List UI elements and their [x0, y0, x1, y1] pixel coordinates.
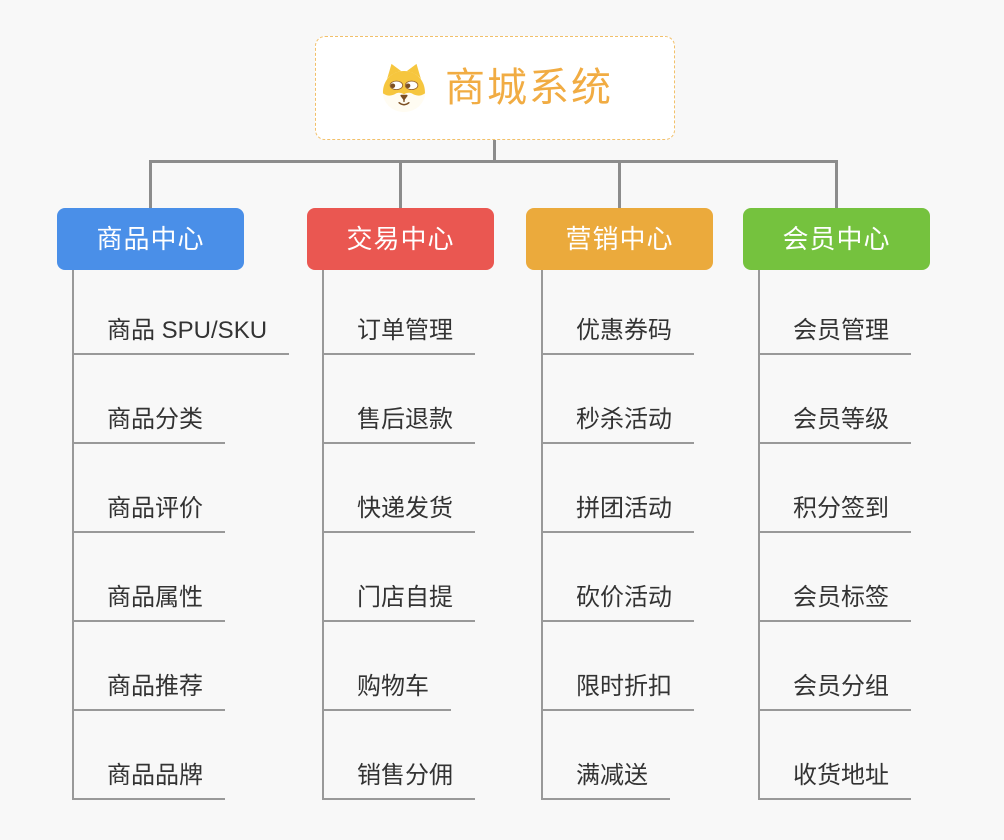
mindmap-item[interactable]: 商品分类 — [72, 355, 225, 444]
branch-0: 商品中心 商品 SPU/SKU 商品分类 商品评价 商品属性 商品推荐 商品品牌 — [57, 0, 290, 840]
connector-spine — [541, 270, 543, 800]
mindmap-item[interactable]: 商品评价 — [72, 444, 225, 533]
branch-2: 营销中心 优惠券码 秒杀活动 拼团活动 砍价活动 限时折扣 满减送 — [526, 0, 713, 840]
connector-spine — [322, 270, 324, 800]
item-label: 砍价活动 — [576, 584, 672, 612]
connector-branch-stub — [399, 161, 402, 208]
mindmap-item[interactable]: 拼团活动 — [541, 444, 694, 533]
mindmap-item[interactable]: 积分签到 — [758, 444, 911, 533]
item-label: 售后退款 — [357, 406, 453, 434]
item-label: 拼团活动 — [576, 495, 672, 523]
item-label: 秒杀活动 — [576, 406, 672, 434]
mindmap-item[interactable]: 快递发货 — [322, 444, 475, 533]
branch-items: 订单管理 售后退款 快递发货 门店自提 购物车 销售分佣 — [322, 266, 475, 800]
mindmap-item[interactable]: 限时折扣 — [541, 622, 694, 711]
mindmap-item[interactable]: 商品推荐 — [72, 622, 225, 711]
mindmap-item[interactable]: 订单管理 — [322, 266, 475, 355]
branch-label: 交易中心 — [346, 224, 455, 254]
connector-branch-stub — [149, 161, 152, 208]
root-node[interactable]: 商城系统 — [315, 36, 675, 140]
branch-label: 商品中心 — [96, 224, 205, 254]
item-label: 限时折扣 — [576, 673, 672, 701]
item-label: 订单管理 — [357, 317, 453, 345]
connector-branch-stub — [835, 161, 838, 208]
item-label: 会员等级 — [793, 406, 889, 434]
mindmap-item[interactable]: 会员管理 — [758, 266, 911, 355]
mindmap-item[interactable]: 满减送 — [541, 711, 670, 800]
connector-root-stub — [493, 139, 496, 163]
item-label: 积分签到 — [793, 495, 889, 523]
item-label: 优惠券码 — [576, 317, 672, 345]
mindmap-item[interactable]: 购物车 — [322, 622, 451, 711]
item-label: 快递发货 — [357, 495, 453, 523]
item-label: 满减送 — [576, 762, 648, 790]
mindmap-item[interactable]: 会员等级 — [758, 355, 911, 444]
mindmap-item[interactable]: 销售分佣 — [322, 711, 475, 800]
dog-face-icon — [382, 63, 426, 113]
connector-branch-stub — [618, 161, 621, 208]
mindmap-item[interactable]: 商品 SPU/SKU — [72, 266, 290, 355]
mindmap-item[interactable]: 门店自提 — [322, 533, 475, 622]
item-label: 商品属性 — [107, 584, 203, 612]
mindmap-item[interactable]: 砍价活动 — [541, 533, 694, 622]
item-label: 会员分组 — [793, 673, 889, 701]
item-label: 商品品牌 — [107, 762, 203, 790]
item-label: 销售分佣 — [357, 762, 453, 790]
item-label: 商品 SPU/SKU — [107, 317, 268, 345]
branch-node[interactable]: 会员中心 — [743, 208, 930, 270]
mindmap-item[interactable]: 商品品牌 — [72, 711, 225, 800]
branch-items: 会员管理 会员等级 积分签到 会员标签 会员分组 收货地址 — [758, 266, 911, 800]
branch-items: 优惠券码 秒杀活动 拼团活动 砍价活动 限时折扣 满减送 — [541, 266, 694, 800]
item-label: 购物车 — [357, 673, 429, 701]
item-label: 商品分类 — [107, 406, 203, 434]
item-label: 收货地址 — [793, 762, 889, 790]
mindmap-item[interactable]: 优惠券码 — [541, 266, 694, 355]
item-label: 商品推荐 — [107, 673, 203, 701]
branch-3: 会员中心 会员管理 会员等级 积分签到 会员标签 会员分组 收货地址 — [743, 0, 930, 840]
branch-label: 会员中心 — [782, 224, 891, 254]
branch-node[interactable]: 交易中心 — [307, 208, 494, 270]
branch-node[interactable]: 商品中心 — [57, 208, 244, 270]
mindmap-item[interactable]: 收货地址 — [758, 711, 911, 800]
connector-spine — [758, 270, 760, 800]
branch-label: 营销中心 — [565, 224, 674, 254]
item-label: 商品评价 — [107, 495, 203, 523]
mindmap-item[interactable]: 售后退款 — [322, 355, 475, 444]
mindmap-item[interactable]: 秒杀活动 — [541, 355, 694, 444]
root-title: 商城系统 — [445, 66, 613, 110]
mindmap-item[interactable]: 会员标签 — [758, 533, 911, 622]
connector-bus — [149, 160, 838, 163]
item-label: 门店自提 — [357, 584, 453, 612]
mindmap-item[interactable]: 商品属性 — [72, 533, 225, 622]
item-label: 会员管理 — [793, 317, 889, 345]
branch-items: 商品 SPU/SKU 商品分类 商品评价 商品属性 商品推荐 商品品牌 — [72, 266, 290, 800]
item-label: 会员标签 — [793, 584, 889, 612]
branch-1: 交易中心 订单管理 售后退款 快递发货 门店自提 购物车 销售分佣 — [307, 0, 494, 840]
mindmap-item[interactable]: 会员分组 — [758, 622, 911, 711]
branch-node[interactable]: 营销中心 — [526, 208, 713, 270]
connector-spine — [72, 270, 74, 800]
